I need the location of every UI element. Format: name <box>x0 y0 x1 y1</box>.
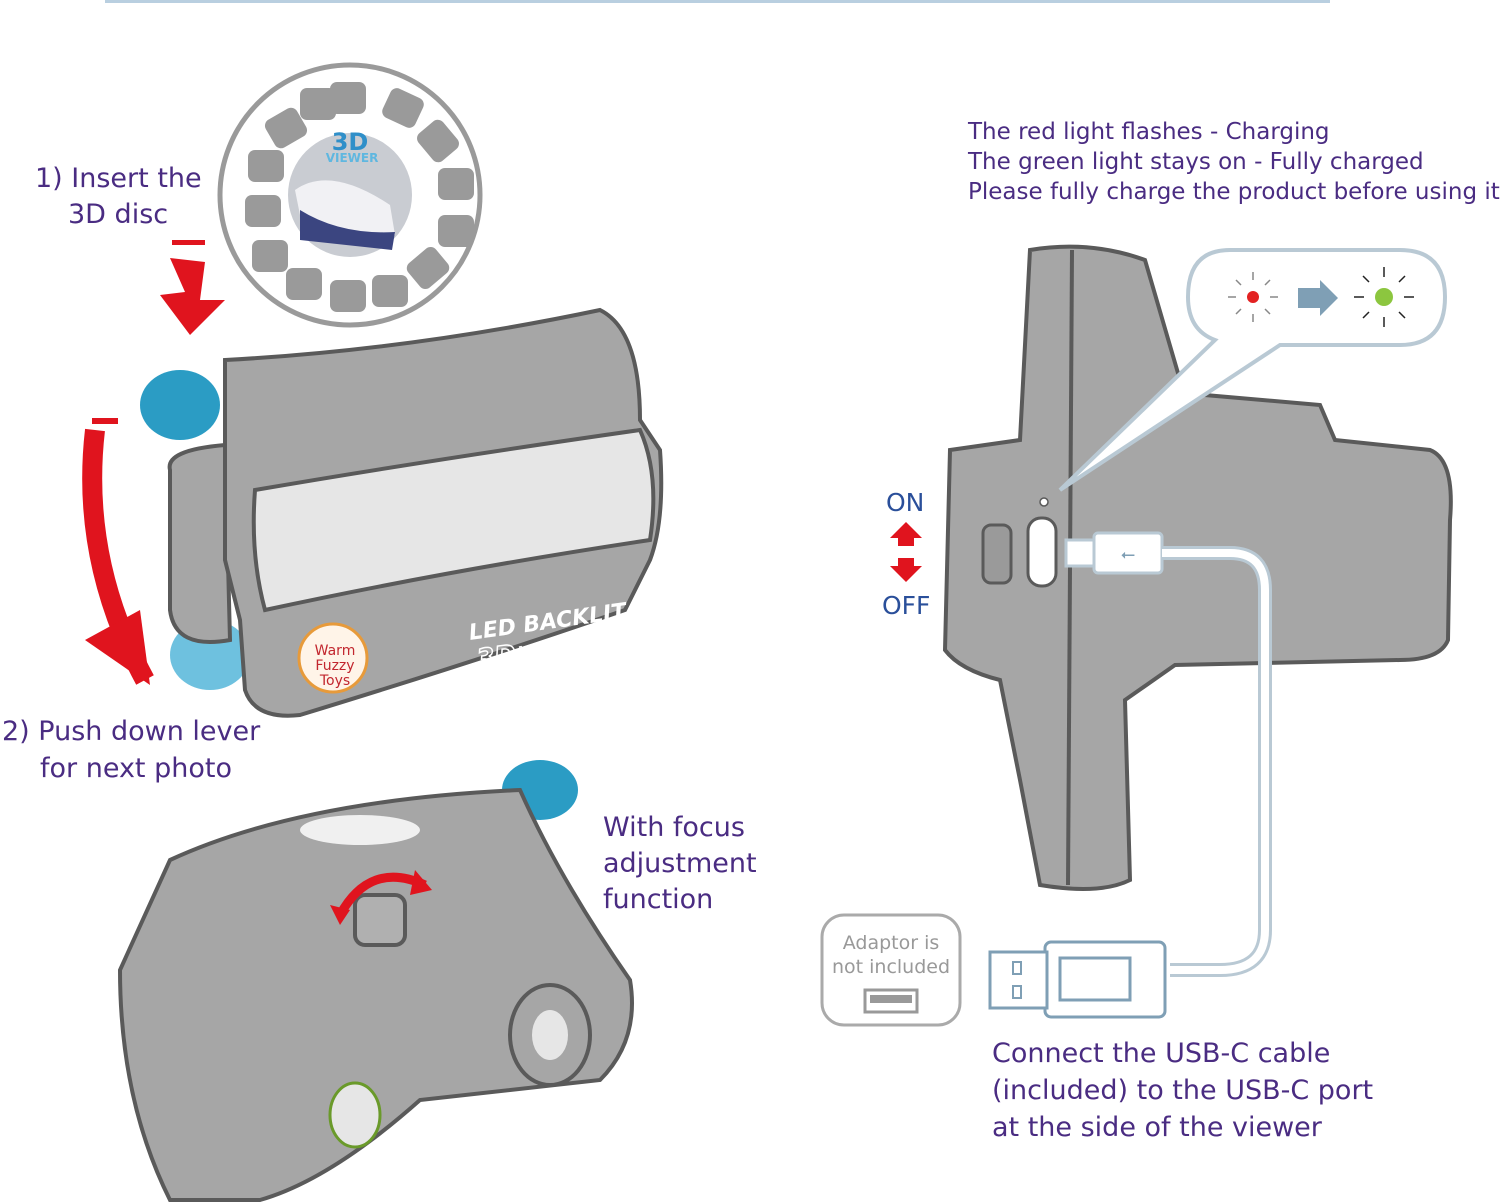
focus-line1: With focus <box>603 812 745 843</box>
brand-logo-warm: Warm <box>315 643 356 659</box>
charging-line3: Please fully charge the product before u… <box>968 179 1500 205</box>
led-indicator-callout <box>1058 248 1448 492</box>
switch-on-label: ON <box>886 488 925 517</box>
adaptor-note-line1: Adaptor is <box>843 932 940 954</box>
3d-disc: 3D VIEWER <box>217 62 483 328</box>
adaptor-note-line2: not included <box>832 956 950 978</box>
usb-cable: ⭠ <box>988 531 1272 1019</box>
connect-line2: (included) to the USB-C port <box>992 1075 1374 1106</box>
viewer-top-view <box>117 760 634 1202</box>
arrow-right-icon <box>1298 280 1338 316</box>
connect-line3: at the side of the viewer <box>992 1112 1322 1143</box>
focus-line3: function <box>603 884 714 915</box>
step1-line1: 1) Insert the <box>35 163 202 194</box>
connect-line1: Connect the USB-C cable <box>992 1038 1331 1069</box>
viewer-front: Warm Fuzzy Toys LED BACKLIT 3D VIEWER <box>140 307 664 718</box>
product-text-3d: 3D <box>475 640 518 675</box>
brand-logo-toys: Toys <box>319 673 350 689</box>
insert-arrow-icon <box>160 240 225 335</box>
step2-line2: for next photo <box>40 753 232 784</box>
disc-logo-3d: 3D <box>332 128 369 156</box>
brand-logo-fuzzy: Fuzzy <box>315 658 354 674</box>
top-divider <box>105 0 1330 3</box>
switch-off-label: OFF <box>882 591 931 620</box>
push-down-arrow-icon <box>82 418 154 685</box>
charging-line2: The green light stays on - Fully charged <box>968 149 1424 175</box>
usb-icon: ⭠ <box>1121 544 1135 565</box>
green-led-icon <box>1375 288 1393 306</box>
charging-line1: The red light flashes - Charging <box>968 119 1330 145</box>
red-led-icon <box>1247 291 1259 303</box>
focus-line2: adjustment <box>603 848 757 879</box>
step1-line2: 3D disc <box>68 199 169 230</box>
adaptor-box: Adaptor is not included <box>820 913 962 1027</box>
disc-logo-viewer: VIEWER <box>326 151 379 165</box>
step2-line1: 2) Push down lever <box>2 716 261 747</box>
